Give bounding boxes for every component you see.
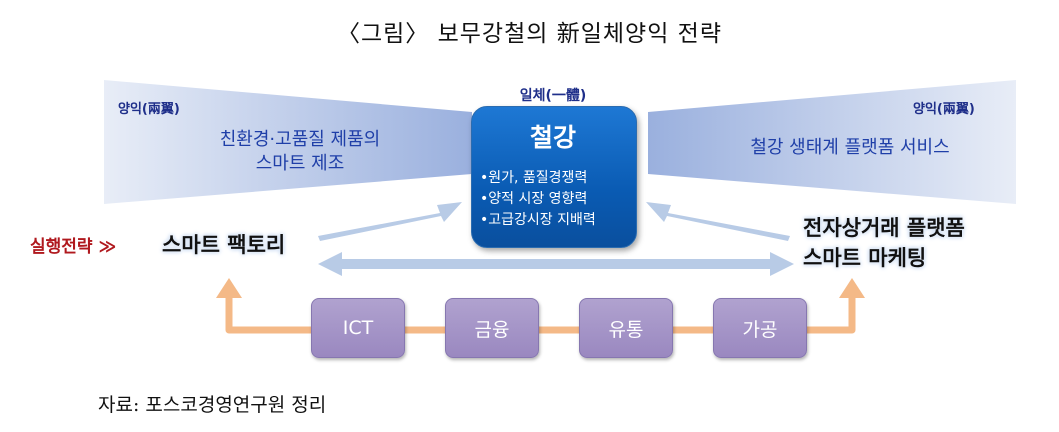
double-headed-arrow xyxy=(318,252,794,276)
orange-bracket-arrow xyxy=(225,296,856,334)
left-wing-shape xyxy=(104,80,472,204)
right-to-center-arrow xyxy=(646,202,790,241)
orange-arrowhead-left xyxy=(216,278,242,298)
execution-right-text: 전자상거래 플랫폼 스마트 마케팅 xyxy=(803,213,965,273)
center-list-item: •원가, 품질경쟁력 xyxy=(480,170,588,186)
right-wing-label: 양익(兩翼) xyxy=(913,102,975,117)
left-wing-text: 친환경·고품질 제품의 스마트 제조 xyxy=(150,128,450,176)
bottom-box-processing: 가공 xyxy=(713,298,807,358)
execution-left-text: 스마트 팩토리 xyxy=(162,233,286,257)
center-list: •원가, 품질경쟁력 •양적 시장 영향력 •고급강시장 지배력 xyxy=(480,168,640,231)
center-title: 철강 xyxy=(529,123,576,152)
center-list-item: •양적 시장 영향력 xyxy=(480,191,588,207)
execution-label: 실행전략 ≫ xyxy=(30,237,117,257)
orange-arrowhead-right xyxy=(839,278,865,298)
bottom-box-finance: 금융 xyxy=(445,298,539,358)
execution-right-line: 전자상거래 플랫폼 xyxy=(803,216,965,240)
left-wing-line: 친환경·고품질 제품의 xyxy=(219,129,381,150)
bottom-box-ict: ICT xyxy=(311,298,405,358)
right-wing-text: 철강 생태계 플랫폼 서비스 xyxy=(750,137,950,158)
left-to-center-arrow xyxy=(318,202,462,241)
execution-right-line: 스마트 마케팅 xyxy=(803,246,927,270)
center-label: 일체(一體) xyxy=(519,88,587,104)
left-wing-line: 스마트 제조 xyxy=(255,153,345,174)
bottom-box-distribution: 유통 xyxy=(579,298,673,358)
right-wing-shape xyxy=(648,80,1016,204)
center-list-item: •고급강시장 지배력 xyxy=(480,212,596,228)
left-wing-label: 양익(兩翼) xyxy=(118,102,180,117)
center-box xyxy=(471,106,637,248)
source-note: 자료: 포스코경영연구원 정리 xyxy=(98,394,327,416)
figure-title: 〈그림〉 보무강철의 新일체양익 전략 xyxy=(336,21,722,47)
